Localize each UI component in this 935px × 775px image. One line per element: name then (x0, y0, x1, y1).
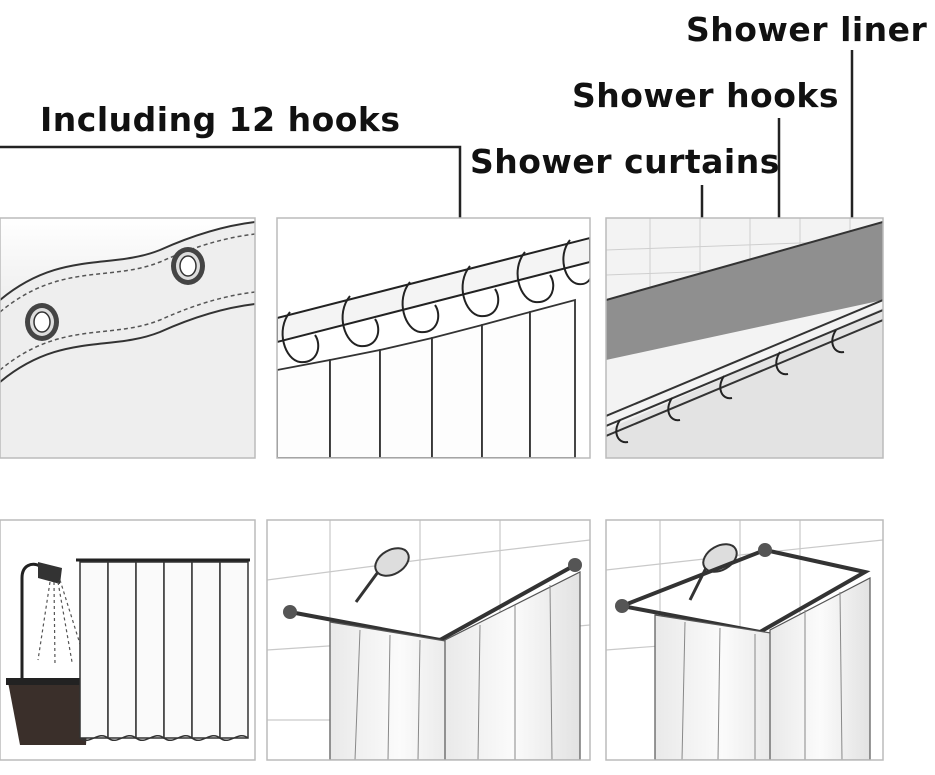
grommet-right (171, 247, 205, 285)
shower-curtains-label: Shower curtains (470, 142, 780, 181)
panel-layered-rod-view (606, 218, 883, 458)
panel-corner-rod-install-alt (606, 520, 883, 760)
shower-head-1 (354, 547, 410, 603)
panel-corner-rod-install (267, 520, 590, 760)
shower-hooks-label: Shower hooks (572, 76, 839, 115)
panel-grommet-closeup (0, 218, 255, 458)
included-hooks-leader (0, 145, 462, 236)
grommet-left (25, 303, 59, 341)
shower-liner-label: Shower liner (686, 10, 928, 49)
panel-bathtub-side-view (0, 520, 255, 760)
including-hooks-label: Including 12 hooks (40, 100, 401, 139)
panel-hooks-on-rod (277, 218, 590, 458)
